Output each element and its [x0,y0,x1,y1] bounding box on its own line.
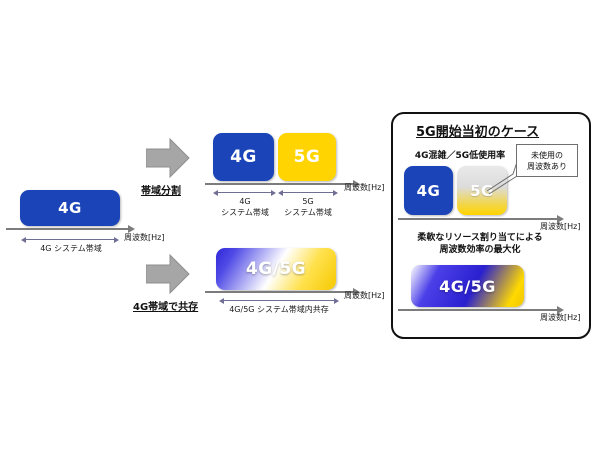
panel-4g-band: 4G [404,166,453,215]
arrow-coexist-caption: 4G帯域で共存 [133,302,199,313]
case-panel-title: 5G開始当初のケース [416,125,540,140]
left-bandwidth-measure [21,236,119,243]
middle-bottom-frequency-axis-arrowhead [353,288,360,296]
middle-top-5g-band-label: 5G [293,147,321,167]
left-4g-band-label: 4G [58,199,82,217]
panel-top-caption: 4G混雑／5G低使用率 [414,151,506,161]
middle-top-5g-bandwidth-measure [278,189,338,196]
panel-4g5g-band: 4G/5G [411,265,524,307]
middle-top-4g-bandwidth-measure [213,189,276,196]
panel-4g-band-label: 4G [416,181,441,200]
panel-top-frequency-axis [398,218,557,220]
panel-bottom-caption: 柔軟なリソース割り当てによる 周波数効率の最大化 [417,233,543,255]
middle-top-frequency-axis [205,183,353,185]
panel-4g5g-band-label: 4G/5G [439,276,496,296]
left-frequency-axis-arrowhead [128,225,135,233]
unused-frequency-callout: 未使用の 周波数あり [516,144,578,177]
left-frequency-axis [6,228,128,230]
middle-top-5g-band: 5G [278,133,336,181]
left-frequency-axis-label: 周波数[Hz] [124,233,165,242]
left-4g-band: 4G [20,190,120,226]
middle-bottom-4g5g-band: 4G/5G [216,248,336,290]
middle-bottom-bandwidth-measure [219,297,339,304]
middle-bottom-frequency-axis-label: 周波数[Hz] [344,291,385,300]
panel-bottom-frequency-axis-arrowhead [557,306,564,314]
middle-bottom-4g5g-band-label: 4G/5G [245,259,307,279]
middle-top-frequency-axis-arrowhead [353,180,360,188]
middle-top-5g-bandwidth-label: 5G システム帯域 [284,197,332,217]
panel-bottom-frequency-axis-label: 周波数[Hz] [540,313,581,322]
middle-top-4g-band-label: 4G [230,147,257,167]
middle-bottom-bandwidth-label: 4G/5G システム帯域内共存 [229,305,329,314]
middle-bottom-frequency-axis [205,291,353,293]
middle-top-frequency-axis-label: 周波数[Hz] [344,183,385,192]
panel-top-frequency-axis-arrowhead [557,215,564,223]
panel-top-frequency-axis-label: 周波数[Hz] [540,222,581,231]
arrow-band-split-caption: 帯域分割 [141,186,181,197]
left-bandwidth-label: 4G システム帯域 [40,244,102,253]
panel-bottom-frequency-axis [398,309,557,311]
arrow-coexist [146,254,190,294]
middle-top-4g-bandwidth-label: 4G システム帯域 [221,197,269,217]
middle-top-4g-band: 4G [213,133,274,181]
arrow-band-split [146,138,190,178]
